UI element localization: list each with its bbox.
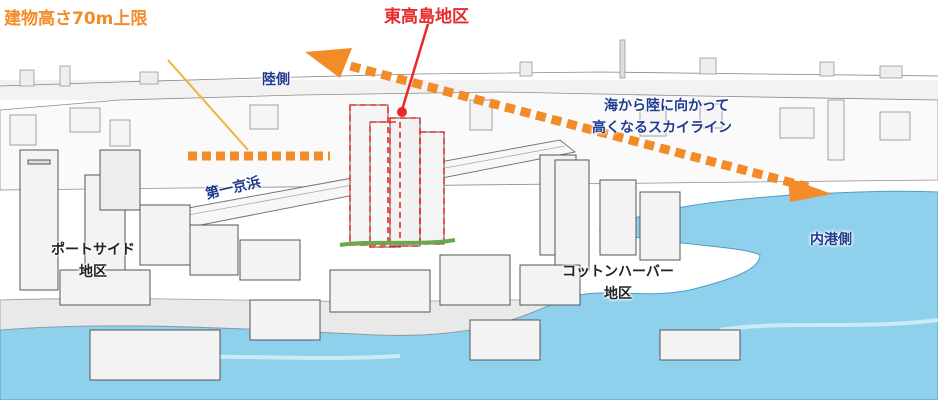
cotton-harbor-district-label: コットンハーバー 地区 — [548, 264, 688, 302]
district-marker-dot — [397, 107, 407, 117]
district-leader-line — [400, 23, 430, 111]
cotton-harbor-line2: 地区 — [604, 286, 632, 303]
mid-city-mass — [0, 91, 938, 191]
skyline-arrow-line — [333, 57, 810, 192]
skyline-arrow-head-right — [788, 178, 832, 202]
inner-harbor-label: 内港側 — [810, 232, 852, 248]
cotton-harbor-line1: コットンハーバー — [562, 264, 674, 280]
port-side-district-label: ポートサイド 地区 — [38, 242, 148, 280]
height-limit-label: 建物高さ70m上限 — [4, 9, 148, 29]
higashi-takashima-towers — [339, 104, 456, 248]
cotton-harbor-buildings — [329, 154, 741, 361]
port-side-buildings — [19, 149, 321, 381]
skyline-caption-line1: 海から陸に向かって — [604, 98, 730, 114]
water-ripple — [719, 318, 938, 332]
port-side-line1: ポートサイド — [51, 242, 135, 258]
port-side-line2: 地区 — [79, 264, 107, 281]
district-focus-label: 東高島地区 — [384, 7, 469, 27]
distant-skyline — [0, 39, 938, 100]
skyline-caption-line2: 高くなるスカイライン — [592, 120, 732, 136]
land-side-label: 陸側 — [262, 72, 290, 88]
height-limit-leader-line — [167, 59, 249, 151]
skyline-arrow-head-left — [305, 48, 352, 78]
